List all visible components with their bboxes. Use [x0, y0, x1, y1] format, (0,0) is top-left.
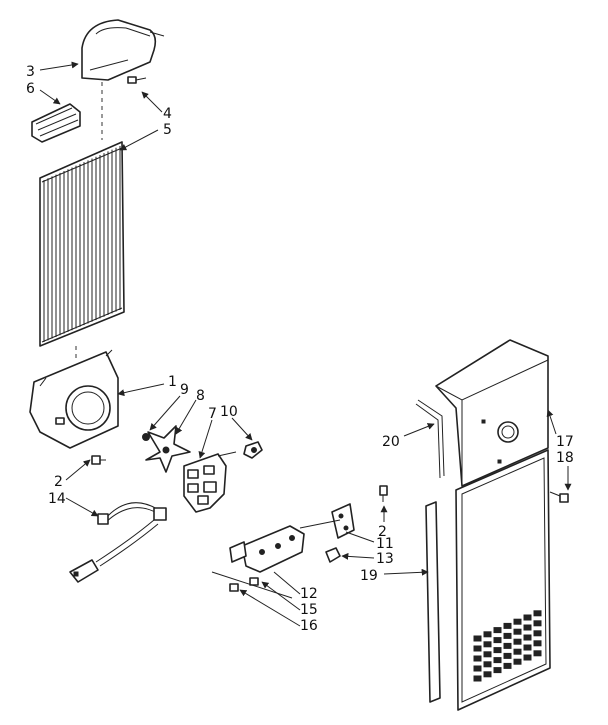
vent-slot: [533, 620, 542, 627]
vent-slot: [493, 667, 502, 674]
vent-slot: [483, 671, 492, 678]
vent-slot: [493, 647, 502, 654]
callout-2-left: 2: [54, 474, 63, 490]
vent-slot: [523, 644, 532, 651]
screw-16: [229, 583, 239, 592]
lower-panel: [455, 449, 551, 711]
callout-4: 4: [163, 106, 172, 122]
callout-20: 20: [382, 434, 400, 450]
grommet-13: [325, 547, 341, 563]
callout-6: 6: [26, 81, 35, 97]
callout-18: 18: [556, 450, 574, 466]
vent-slot: [523, 634, 532, 641]
screw-2-right: [379, 485, 388, 502]
callout-15: 15: [300, 602, 318, 618]
vent-slot: [503, 652, 512, 659]
callouts: 3 6 4 5 1 9 8 7 10 2 14 2 11 13 12 15 16…: [26, 64, 574, 634]
vent-slot: [523, 624, 532, 631]
vent-slot: [503, 632, 512, 639]
fan-shroud: [29, 349, 119, 449]
vent-slot: [493, 627, 502, 634]
vent-slot: [483, 631, 492, 638]
callout-3: 3: [26, 64, 35, 80]
vent-slot: [513, 628, 522, 635]
rear-panel: [435, 339, 549, 487]
gasket-wire: [415, 399, 445, 479]
grommet: [243, 441, 263, 459]
wiring-harness: [69, 502, 167, 583]
callout-11: 11: [376, 536, 394, 552]
callout-8: 8: [196, 388, 205, 404]
vent-slot: [473, 635, 482, 642]
screw-15: [249, 577, 259, 586]
screw-4: [127, 76, 147, 84]
callout-2-right: 2: [378, 524, 387, 540]
vent-slot: [513, 618, 522, 625]
callout-1: 1: [168, 374, 177, 390]
callout-10: 10: [220, 404, 238, 420]
motor-bracket: [229, 525, 305, 573]
vent-slot: [473, 655, 482, 662]
vent-slot: [513, 658, 522, 665]
vent-slot: [533, 640, 542, 647]
vent-slot: [473, 645, 482, 652]
screw-18: [549, 491, 569, 503]
callout-19: 19: [360, 568, 378, 584]
vent-slot: [493, 637, 502, 644]
callout-12: 12: [300, 586, 318, 602]
air-duct: [81, 19, 165, 81]
callout-17: 17: [556, 434, 574, 450]
vent-slot: [513, 638, 522, 645]
callout-9: 9: [180, 382, 189, 398]
vent-slot: [533, 610, 542, 617]
leader-lines: [39, 61, 572, 627]
callout-13: 13: [376, 551, 394, 567]
callout-16: 16: [300, 618, 318, 634]
vent-slot: [483, 661, 492, 668]
evaporator-coil: [39, 141, 125, 347]
vent-slot: [483, 641, 492, 648]
washer: [142, 433, 150, 441]
vent-slot: [483, 651, 492, 658]
vent-slot: [523, 654, 532, 661]
vent-slot: [513, 648, 522, 655]
trim-strip: [425, 501, 441, 703]
vent-slot: [503, 622, 512, 629]
screw-2-left: [91, 455, 106, 465]
vent-slot: [533, 650, 542, 657]
damper-cap: [31, 103, 81, 143]
vent-slot: [503, 662, 512, 669]
vent-slot: [473, 675, 482, 682]
callout-14: 14: [48, 491, 66, 507]
vent-slot: [523, 614, 532, 621]
callout-7: 7: [208, 406, 217, 422]
vent-slot: [493, 657, 502, 664]
vent-slot: [503, 642, 512, 649]
vent-slot: [533, 630, 542, 637]
callout-5: 5: [163, 122, 172, 138]
fan-blade: [145, 425, 191, 473]
fan-motor: [183, 451, 237, 513]
bracket: [331, 503, 355, 539]
vent-slot: [473, 665, 482, 672]
